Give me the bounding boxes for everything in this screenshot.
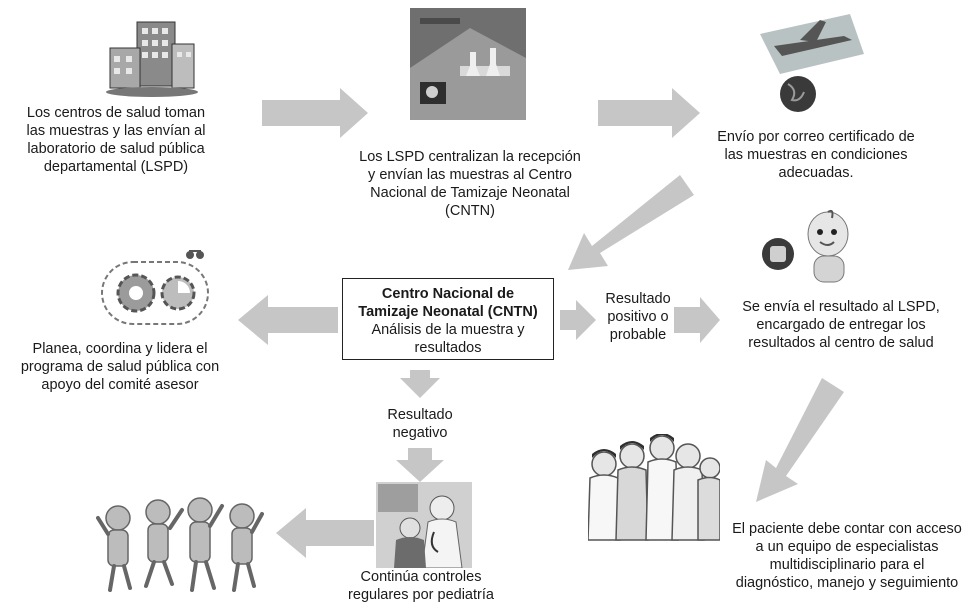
telephone-baby-icon <box>762 209 849 283</box>
arrow-negative-to-pediatrics <box>396 448 444 482</box>
step-pediatrics: Continúa controles regulares por pediatr… <box>348 569 494 603</box>
step-health-centers: Los centros de salud toman las muestras … <box>26 105 206 175</box>
arrow-cntn-to-negative <box>400 370 440 398</box>
cntn-box: Centro Nacional de Tamizaje Neonatal (CN… <box>342 278 554 360</box>
arrow-cntn-to-positive <box>560 300 596 340</box>
airplane-globe-icon <box>760 14 864 112</box>
step-plan: Planea, coordina y lidera el programa de… <box>20 341 220 393</box>
step-lspd: Los LSPD centralizan la recepción y enví… <box>359 149 581 219</box>
pediatrician-icon <box>376 482 472 568</box>
arrow-cntn-to-plan <box>238 295 338 345</box>
arrow-mail-to-cntn <box>568 175 694 270</box>
medical-team-icon <box>588 434 720 541</box>
arrow-result-to-specialists <box>756 378 844 502</box>
label-positive: Resultado positivo o probable <box>605 291 671 343</box>
cntn-subtitle: Análisis de la muestra y resultados <box>371 322 525 356</box>
step-send-result: Se envía el resultado al LSPD, encargado… <box>742 299 940 351</box>
gears-icon <box>101 250 209 325</box>
step-mail: Envío por correo certificado de las mues… <box>717 129 915 181</box>
laboratory-icon <box>410 8 526 120</box>
step-specialists: El paciente debe contar con acceso a un … <box>732 521 962 591</box>
arrow-centers-to-lspd <box>262 88 368 138</box>
arrow-pediatrics-to-children <box>276 508 374 558</box>
children-jumping-icon <box>96 497 264 592</box>
arrow-positive-to-result <box>674 297 720 343</box>
building-icon <box>106 21 198 97</box>
arrow-lspd-to-mail <box>598 88 700 138</box>
cntn-title: Centro Nacional de Tamizaje Neonatal (CN… <box>358 286 538 320</box>
label-negative: Resultado negativo <box>387 407 453 441</box>
